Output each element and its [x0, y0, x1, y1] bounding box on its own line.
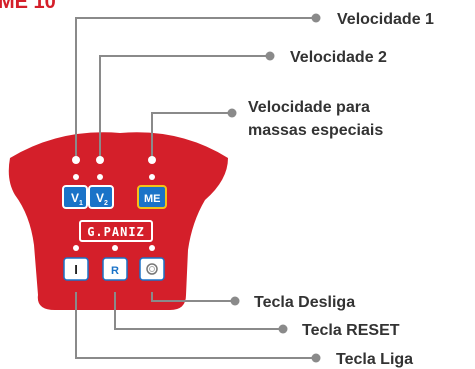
- off-dot: [230, 296, 240, 306]
- brand-plate: G.PANIZ: [79, 220, 153, 242]
- led-reset-small: [112, 245, 118, 251]
- v2-line: [99, 55, 270, 160]
- callout-v1: Velocidade 1: [337, 11, 434, 28]
- led-me: [148, 156, 156, 164]
- me-line: [151, 112, 232, 160]
- callout-me-line1: Velocidade para: [248, 99, 370, 116]
- connector-dots: [227, 13, 321, 363]
- led-me-small: [149, 174, 155, 180]
- led-v1: [72, 156, 80, 164]
- connector-lines: [75, 17, 316, 359]
- led-v2-small: [97, 174, 103, 180]
- me-dot: [227, 108, 237, 118]
- led-off-small: [149, 245, 155, 251]
- led-on-small: [73, 245, 79, 251]
- speed-key-v2[interactable]: V 2: [88, 185, 114, 209]
- header-text: ME 10: [0, 0, 56, 13]
- on-line: [75, 292, 316, 359]
- led-v2: [96, 156, 104, 164]
- speed-key-v2-label: V: [96, 191, 104, 205]
- speed-key-me-label: ME: [144, 193, 161, 205]
- speed-key-v2-sub: 2: [104, 200, 108, 207]
- callout-on: Tecla Liga: [336, 351, 413, 368]
- reset-dot: [278, 324, 288, 334]
- speed-key-v1[interactable]: V 1: [62, 185, 88, 209]
- key-liga-label: I: [74, 262, 78, 277]
- callout-off: Tecla Desliga: [254, 294, 355, 311]
- v2-dot: [265, 51, 275, 61]
- circle-icon: [146, 263, 158, 275]
- led-indicators: [72, 156, 156, 251]
- v1-line: [75, 17, 316, 160]
- key-reset[interactable]: R: [102, 257, 128, 281]
- speed-key-v1-label: V: [71, 191, 79, 205]
- key-reset-label: R: [111, 265, 119, 277]
- off-line: [151, 292, 235, 302]
- key-desliga[interactable]: [139, 257, 165, 281]
- circle-inner-icon: [149, 266, 155, 272]
- led-v1-small: [73, 174, 79, 180]
- callout-reset: Tecla RESET: [302, 322, 400, 339]
- reset-line: [114, 292, 283, 330]
- callout-v2: Velocidade 2: [290, 49, 387, 66]
- brand-text: G.PANIZ: [87, 225, 145, 239]
- speed-key-v1-sub: 1: [79, 200, 83, 207]
- on-dot: [311, 353, 321, 363]
- v1-dot: [311, 13, 321, 23]
- speed-key-me[interactable]: ME: [137, 185, 167, 209]
- callout-me-line2: massas especiais: [248, 122, 383, 139]
- key-liga[interactable]: I: [63, 257, 89, 281]
